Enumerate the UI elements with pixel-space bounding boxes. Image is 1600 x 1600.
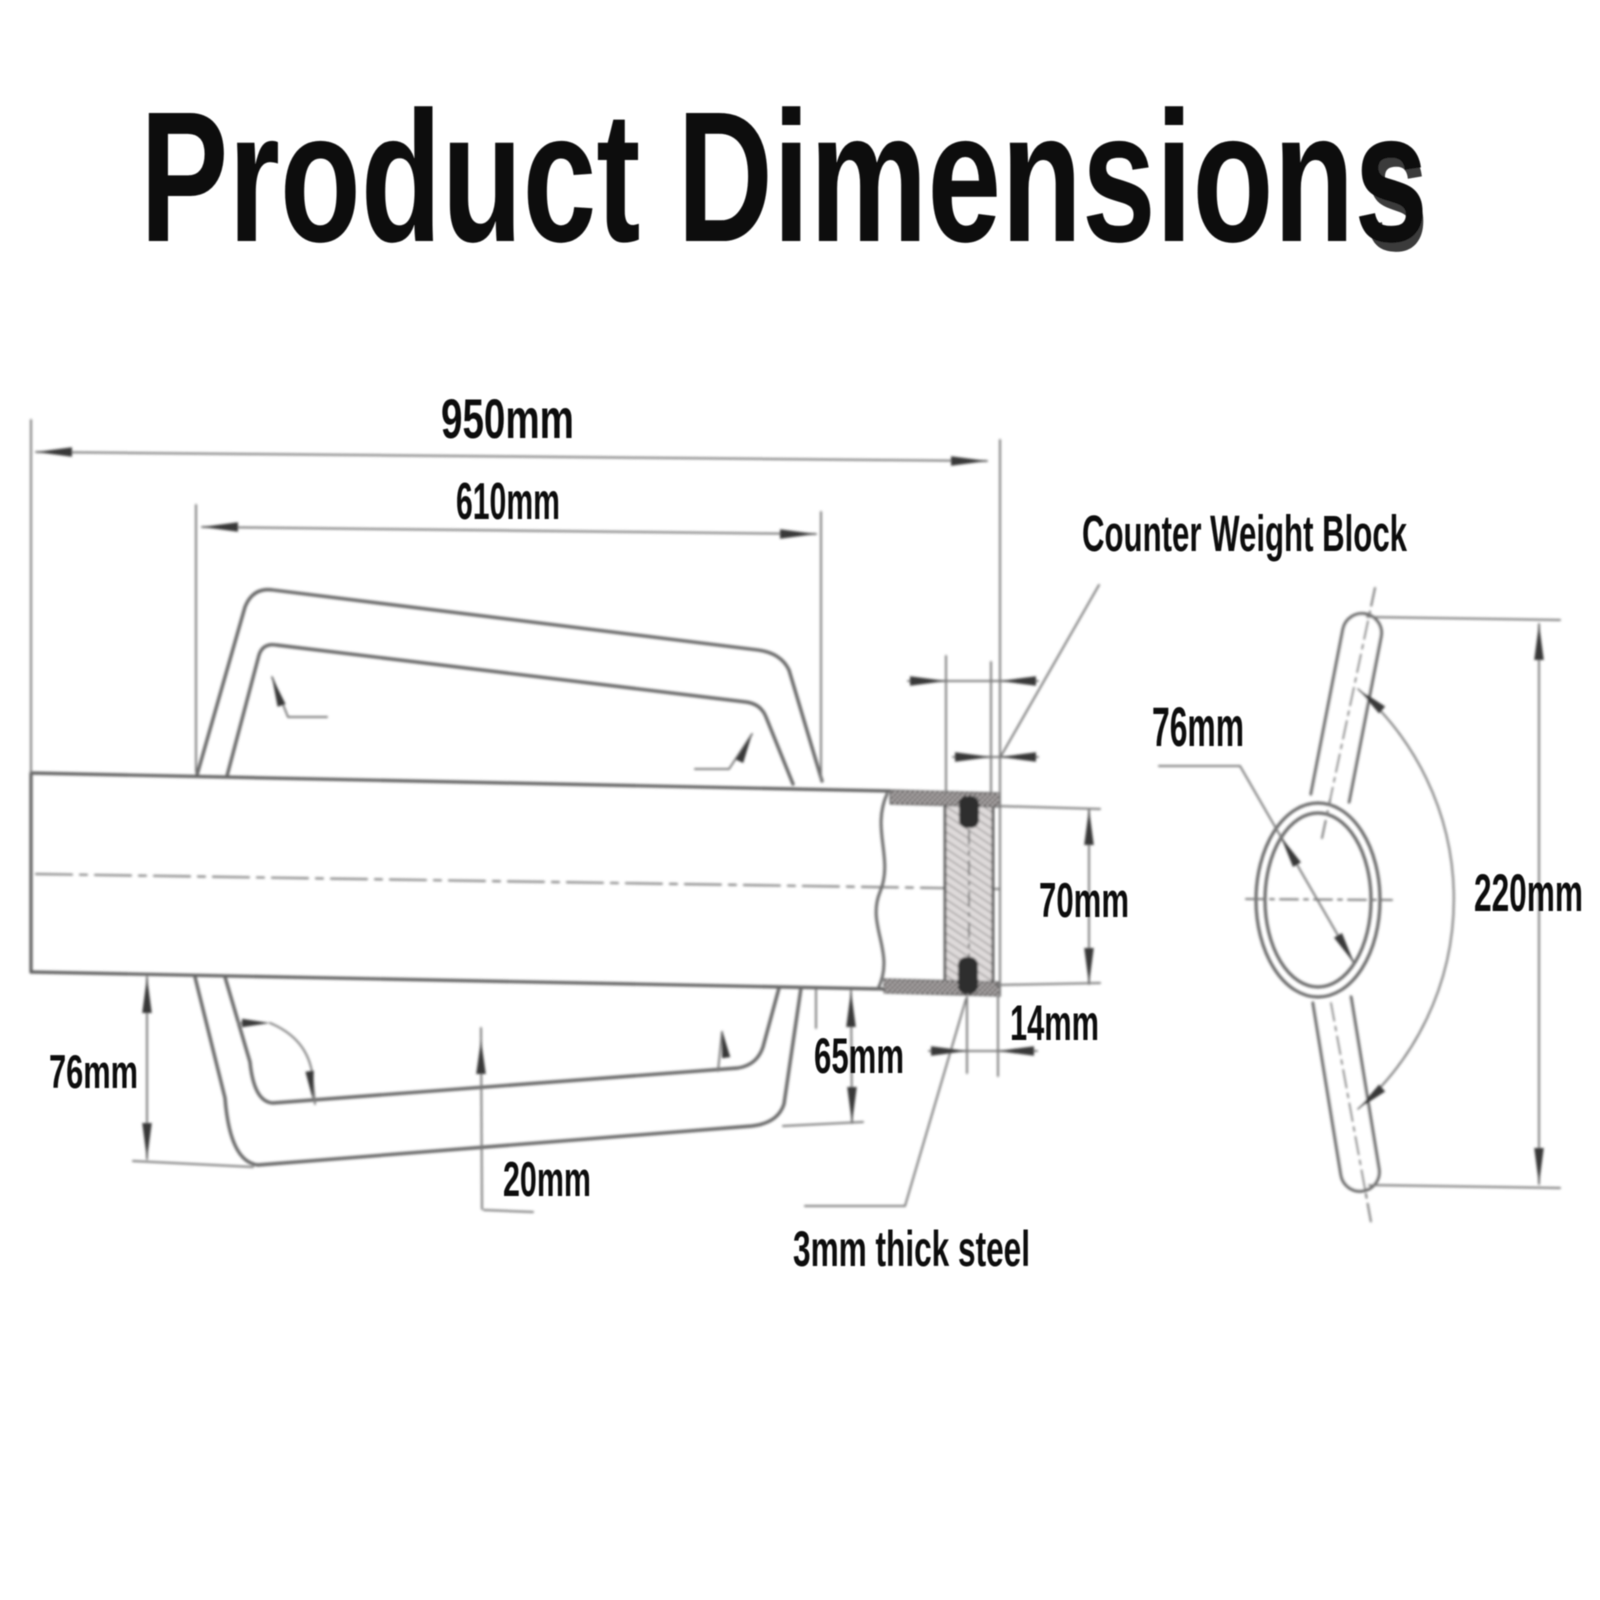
svg-text:20mm: 20mm — [503, 1153, 591, 1207]
svg-text:3mm thick steel: 3mm thick steel — [793, 1221, 1030, 1277]
svg-text:65mm: 65mm — [814, 1028, 904, 1084]
svg-text:70mm: 70mm — [1039, 874, 1129, 928]
svg-text:610mm: 610mm — [456, 473, 560, 531]
svg-text:950mm: 950mm — [441, 387, 574, 450]
svg-text:14mm: 14mm — [1010, 995, 1099, 1051]
svg-text:Product Dimensions: Product Dimensions — [140, 74, 1428, 281]
svg-text:s: s — [1364, 83, 1428, 290]
svg-text:76mm: 76mm — [49, 1045, 138, 1098]
svg-text:76mm: 76mm — [1152, 695, 1244, 758]
svg-text:220mm: 220mm — [1474, 864, 1583, 923]
svg-text:Counter Weight Block: Counter Weight Block — [1082, 505, 1407, 562]
